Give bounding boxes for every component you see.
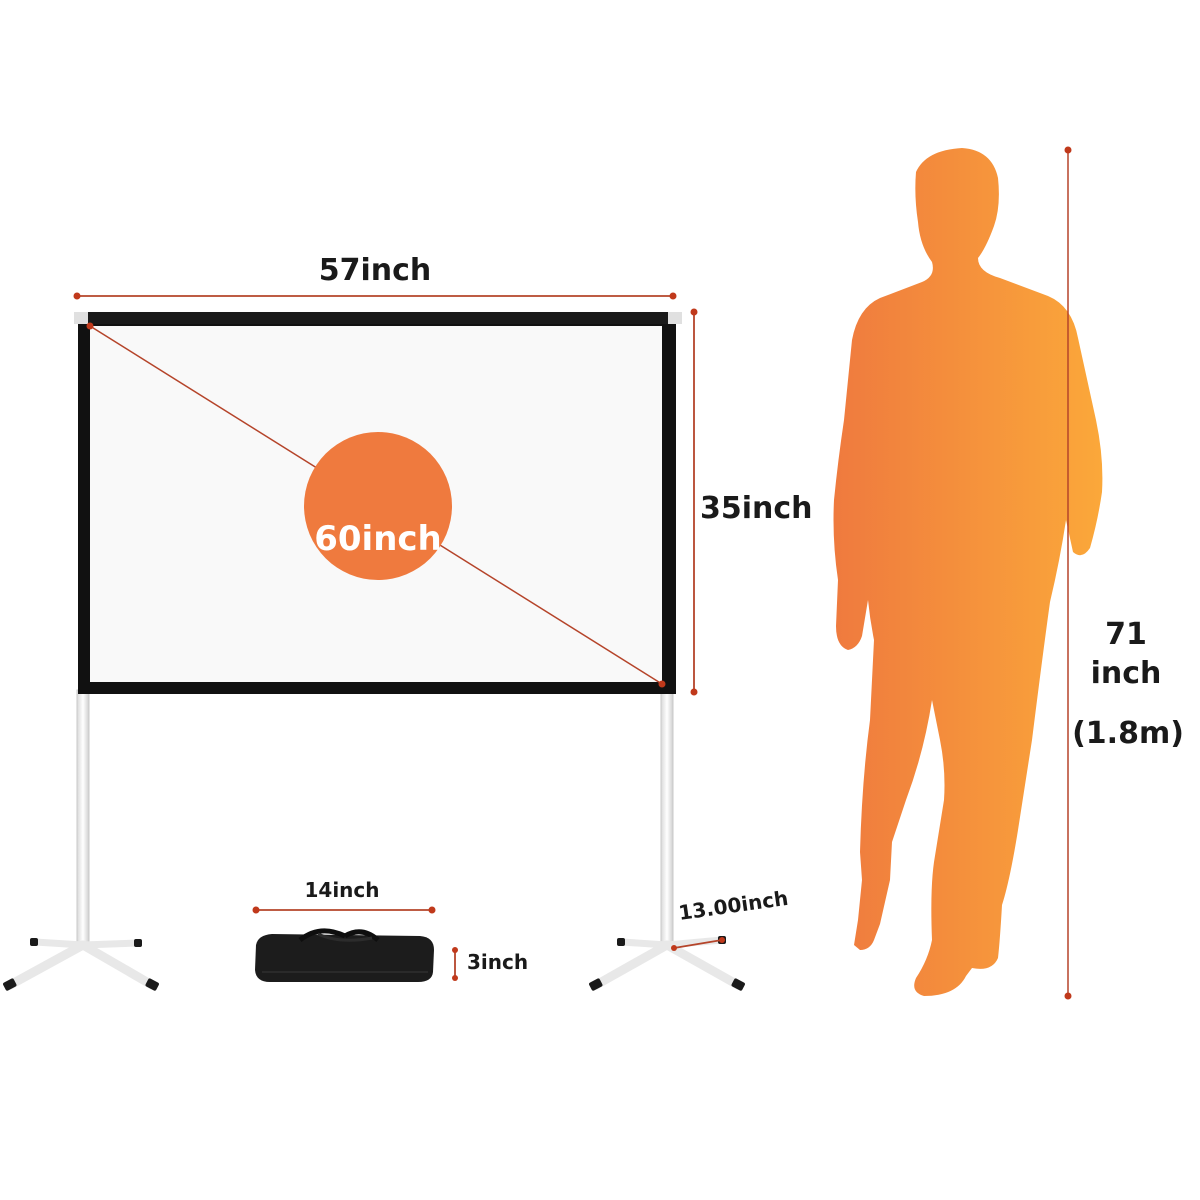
bag-width-label: 14inch bbox=[304, 878, 380, 902]
stand-left bbox=[3, 689, 159, 991]
diagonal-dot-end bbox=[658, 680, 666, 688]
stand-foot-left-a bbox=[5, 940, 88, 990]
carry-bag-icon bbox=[255, 928, 434, 982]
diagonal-dot-start bbox=[86, 322, 94, 330]
width-dot-right bbox=[669, 292, 677, 300]
screen-width-label: 57inch bbox=[318, 253, 432, 288]
person-height-unit: inch bbox=[1090, 656, 1162, 691]
stand-pole-left bbox=[76, 689, 90, 946]
diagonal-badge bbox=[304, 432, 452, 580]
leg-length-line bbox=[673, 939, 723, 949]
person-height-dot-bottom bbox=[1064, 992, 1072, 1000]
stand-right bbox=[589, 689, 745, 991]
screen-diagonal-label: 60inch bbox=[314, 519, 442, 559]
person-height-metric: (1.8m) bbox=[1072, 716, 1184, 751]
height-dot-top bbox=[690, 308, 698, 316]
stand-foot-left-d bbox=[79, 939, 142, 949]
person-silhouette-icon bbox=[833, 148, 1103, 996]
height-dot-bottom bbox=[690, 688, 698, 696]
screen-height-label: 35inch bbox=[700, 491, 813, 526]
stand-foot-right-b bbox=[662, 940, 743, 990]
person-height-dot-top bbox=[1064, 146, 1072, 154]
stand-foot-left-b bbox=[78, 940, 157, 990]
person-height-value: 71 bbox=[1105, 617, 1147, 652]
bag-height-label: 3inch bbox=[467, 950, 529, 974]
screen-top-bar bbox=[74, 312, 682, 324]
width-dot-left bbox=[73, 292, 81, 300]
stand-pole-right bbox=[660, 689, 674, 946]
stand-foot-right-a bbox=[591, 940, 672, 990]
stand-foot-left-c bbox=[31, 938, 87, 949]
stand-foot-right-c bbox=[618, 938, 671, 949]
